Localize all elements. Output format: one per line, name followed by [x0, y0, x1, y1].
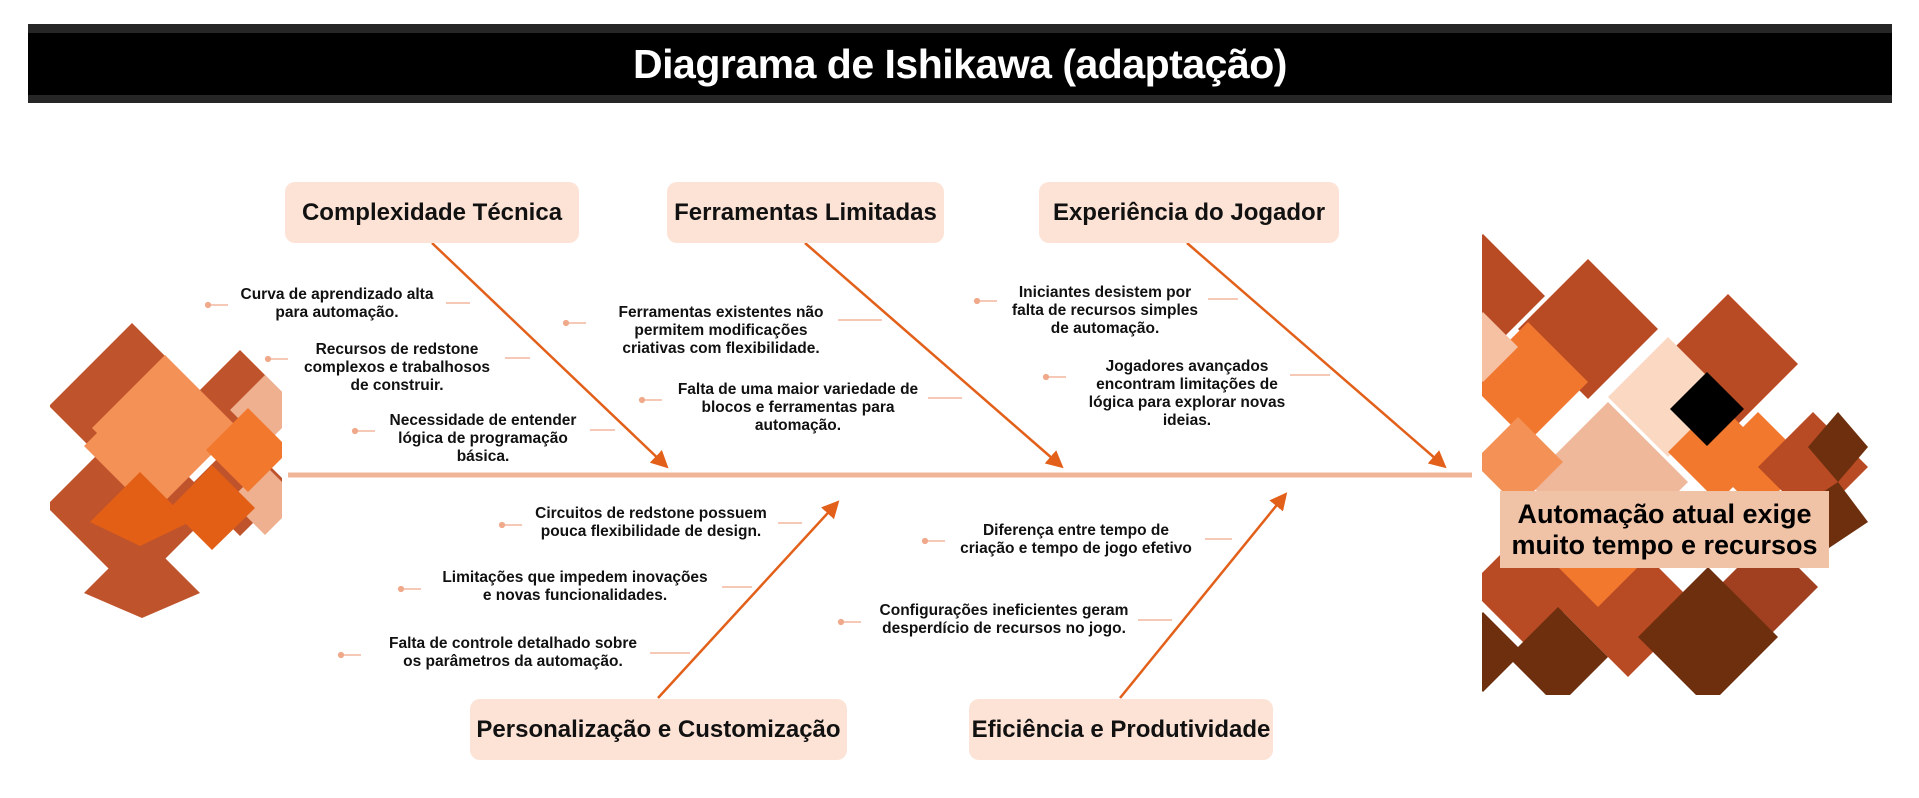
- bone-ferramentas: [804, 242, 1064, 469]
- category-complexidade-tecnica: Complexidade Técnica: [285, 182, 579, 243]
- fish-head-mosaic: [1482, 234, 1868, 695]
- title-bar: Diagrama de Ishikawa (adaptação): [28, 24, 1892, 103]
- diagram-title: Diagrama de Ishikawa (adaptação): [633, 40, 1287, 87]
- bone-eficiencia: [1119, 492, 1288, 699]
- cause-connectors: [204, 297, 1330, 659]
- category-personalizacao-customizacao: Personalização e Customização: [470, 699, 847, 760]
- category-experiencia-do-jogador: Experiência do Jogador: [1039, 182, 1339, 243]
- fish-tail-mosaic: [50, 323, 282, 618]
- category-ferramentas-limitadas: Ferramentas Limitadas: [667, 182, 944, 243]
- bone-personalizacao: [657, 500, 840, 699]
- bone-complexidade: [431, 242, 669, 469]
- effect-label: Automação atual exige muito tempo e recu…: [1500, 491, 1829, 568]
- bone-experiencia: [1186, 242, 1447, 469]
- category-eficiencia-produtividade: Eficiência e Produtividade: [969, 699, 1273, 760]
